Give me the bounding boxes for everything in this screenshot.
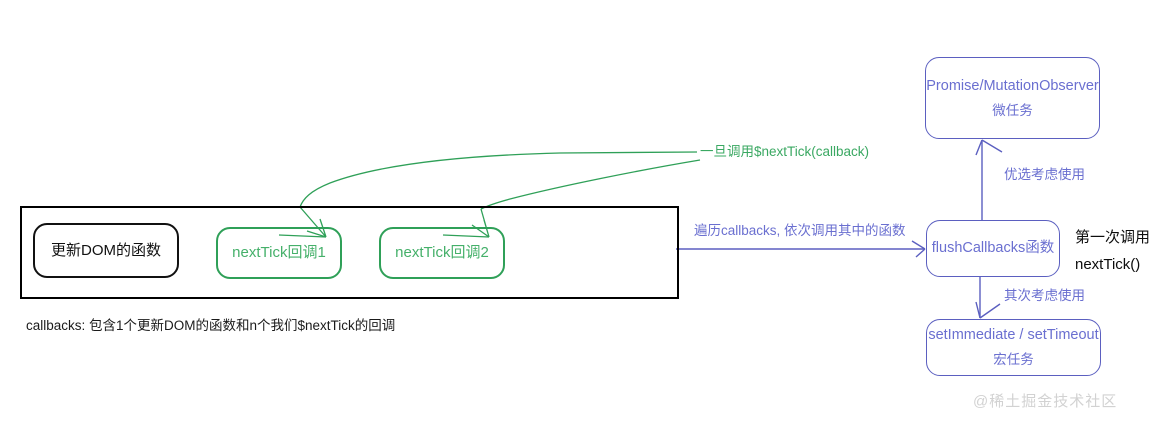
edge-oncall-to-callback1 <box>299 151 698 208</box>
side-note-line1: 第一次调用 <box>1075 229 1151 246</box>
side-note-line2: nextTick() <box>1075 256 1141 274</box>
annotation-on-call: 一旦调用$nextTick(callback) <box>700 144 870 159</box>
node-nexttick-callback-2-label: nextTick回调2 <box>395 244 489 262</box>
node-macrotask-line2: 宏任务 <box>993 352 1034 368</box>
watermark: @稀土掘金技术社区 <box>973 393 1118 410</box>
node-flush-callbacks[interactable]: flushCallbacks函数 <box>926 220 1060 277</box>
node-microtask-line2: 微任务 <box>992 102 1033 118</box>
node-dom-update-label: 更新DOM的函数 <box>51 241 161 259</box>
callbacks-caption: callbacks: 包含1个更新DOM的函数和n个我们$nextTick的回调 <box>26 318 396 333</box>
side-note-first-call: 第一次调用 nextTick() <box>1075 228 1150 276</box>
node-microtask[interactable]: Promise/MutationObserver 微任务 <box>925 57 1100 139</box>
callbacks-container <box>20 206 679 299</box>
node-macrotask[interactable]: setImmediate / setTimeout 宏任务 <box>926 319 1101 376</box>
edge-flush-to-macrotask-arrow <box>975 301 1001 319</box>
edge-callbacks-to-flush-arrow <box>911 240 926 258</box>
node-nexttick-callback-1[interactable]: nextTick回调1 <box>216 227 342 279</box>
node-macrotask-line1: setImmediate / setTimeout <box>928 327 1099 344</box>
edge-flush-to-microtask-arrow <box>975 139 1003 156</box>
edge-label-second: 其次考虑使用 <box>1004 288 1085 303</box>
edge-oncall-to-callback2 <box>480 159 701 210</box>
node-microtask-line1: Promise/MutationObserver <box>926 77 1099 94</box>
annotation-traverse: 遍历callbacks, 依次调用其中的函数 <box>694 223 906 238</box>
node-flush-callbacks-label: flushCallbacks函数 <box>931 239 1055 256</box>
edge-label-prefer: 优选考虑使用 <box>1004 167 1085 182</box>
node-nexttick-callback-1-label: nextTick回调1 <box>232 244 326 262</box>
node-dom-update[interactable]: 更新DOM的函数 <box>33 223 179 278</box>
node-nexttick-callback-2[interactable]: nextTick回调2 <box>379 227 505 279</box>
